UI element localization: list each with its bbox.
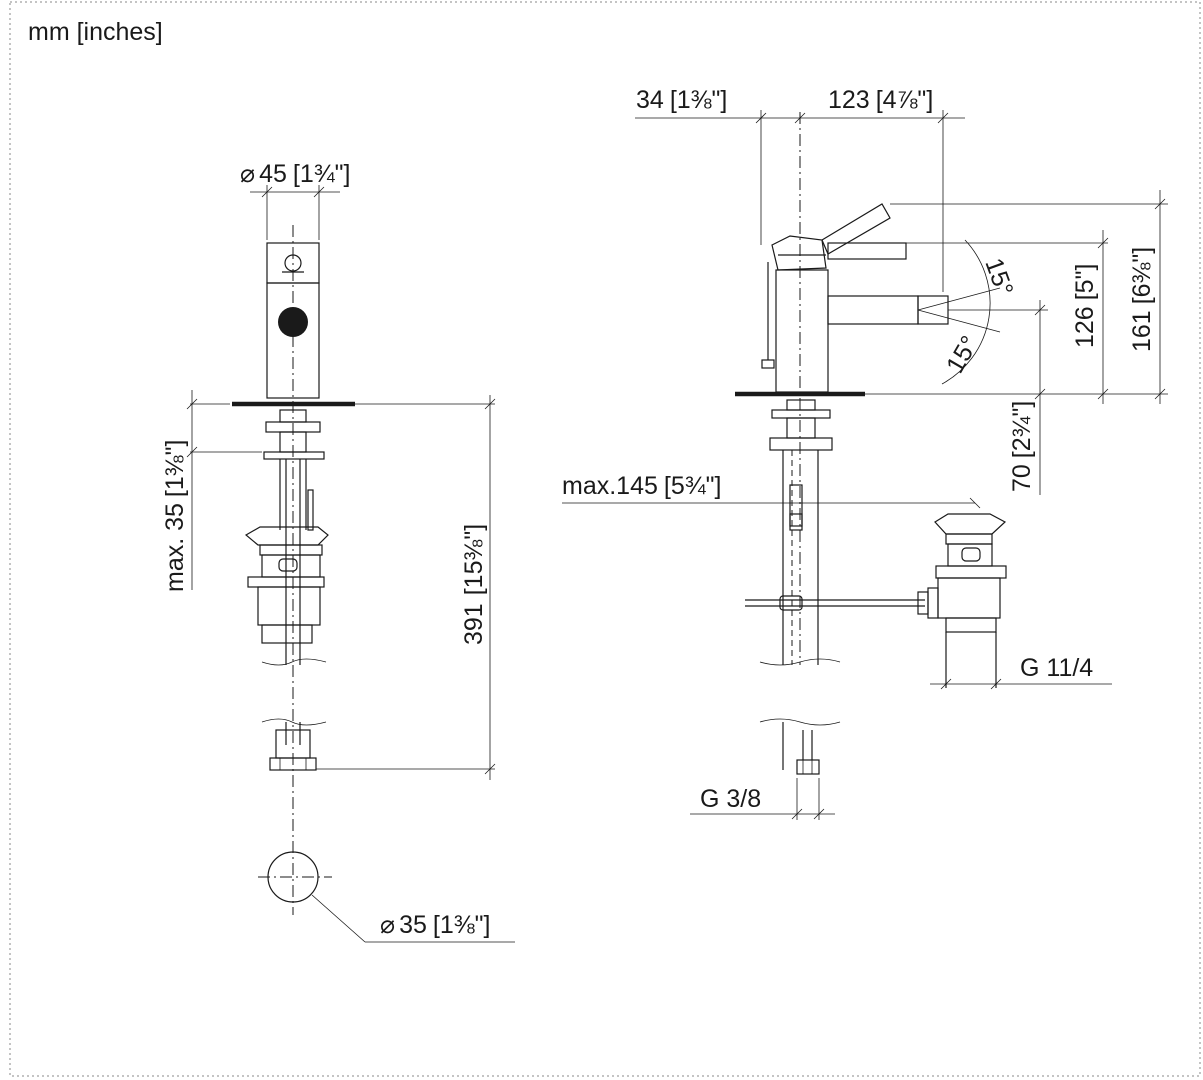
dim-max-thickness: max. 35[1⅜"]	[161, 390, 262, 592]
svg-text:15°: 15°	[941, 331, 984, 378]
sheet-border	[9, 1, 1201, 1077]
svg-text:34[1⅜"]: 34[1⅜"]	[636, 86, 727, 114]
dim-offset-34: 34[1⅜"]	[635, 86, 800, 245]
svg-text:max. 35[1⅜"]: max. 35[1⅜"]	[161, 440, 189, 592]
svg-text:391[15⅜"]: 391[15⅜"]	[460, 524, 488, 645]
dim-height-126: 126[5"]	[865, 230, 1168, 404]
dim-height-161: 161[6⅜"]	[890, 190, 1168, 404]
svg-text:G 11/4: G 11/4	[1020, 654, 1093, 682]
dim-hole-diameter: ⌀35[1⅜"]	[311, 894, 515, 943]
svg-text:15°: 15°	[979, 254, 1018, 299]
dim-angles: 15° 15°	[917, 239, 1019, 385]
dim-max-145: max.145[5¾"]	[562, 472, 981, 509]
dim-overall-height: 391[15⅜"]	[316, 395, 496, 780]
dim-height-70: 70[2¾"]	[948, 300, 1048, 495]
side-view	[735, 112, 1007, 775]
dim-spout-diameter: ⌀45[1¾"]	[240, 160, 350, 240]
svg-text:126[5"]: 126[5"]	[1071, 264, 1099, 348]
svg-text:⌀35[1⅜"]: ⌀35[1⅜"]	[380, 911, 490, 939]
dim-thread-supply: G 3/8	[690, 778, 835, 820]
front-view	[232, 225, 355, 915]
svg-text:⌀45[1¾"]: ⌀45[1¾"]	[240, 160, 350, 188]
units-label: mm [inches]	[28, 18, 163, 46]
dim-thread-waste: G 11/4	[930, 654, 1112, 690]
svg-text:G 3/8: G 3/8	[700, 785, 761, 813]
svg-text:max.145[5¾"]: max.145[5¾"]	[562, 472, 721, 500]
svg-text:70[2¾"]: 70[2¾"]	[1008, 401, 1036, 492]
dim-reach-123: 123[4⅞"]	[794, 86, 965, 292]
svg-text:161[6⅜"]: 161[6⅜"]	[1128, 247, 1156, 352]
svg-text:123[4⅞"]: 123[4⅞"]	[828, 86, 933, 114]
